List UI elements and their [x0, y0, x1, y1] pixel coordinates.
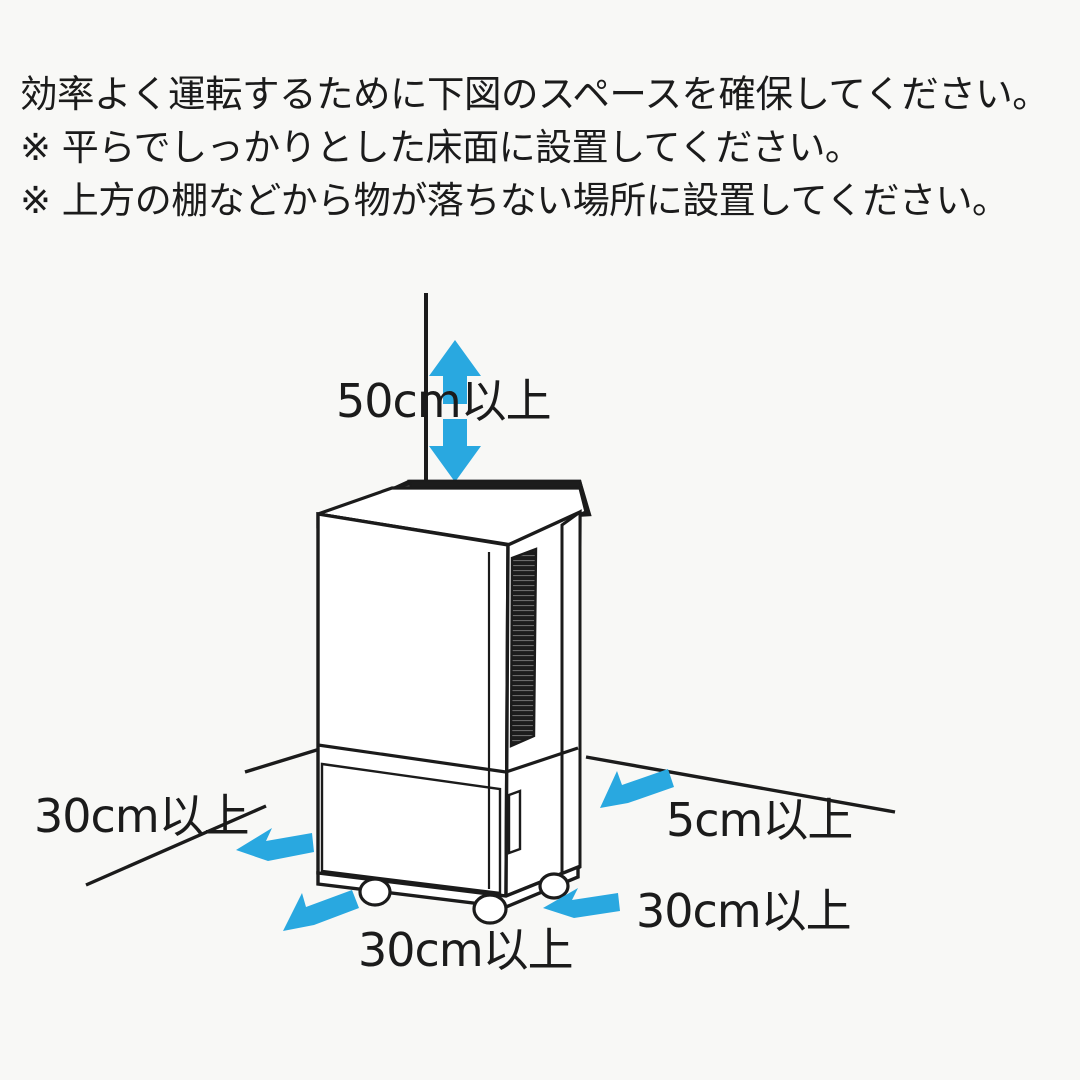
cabinet-base-plinth	[316, 864, 580, 909]
clearance-arrow-front	[283, 890, 359, 931]
side-air-vent	[509, 547, 538, 748]
instruction-line-1: 効率よく運転するために下図のスペースを確保してください。	[20, 72, 1050, 116]
wall-line-left-lower	[85, 804, 267, 887]
wall-line-right	[585, 755, 896, 814]
water-tank-split-line-right	[505, 746, 579, 774]
caster-front-right	[472, 893, 508, 925]
clearance-label-front: 30cm以上	[358, 923, 574, 977]
instruction-line-3: ※ 上方の棚などから物が落ちない場所に設置してください。	[20, 179, 1009, 222]
caster-front-left	[358, 877, 392, 907]
caster-rear-right	[538, 872, 570, 900]
cabinet-front-face	[316, 512, 510, 898]
instruction-text-block: 効率よく運転するために下図のスペースを確保してください。 ※ 平らでしっかりとし…	[20, 68, 1068, 227]
clearance-arrow-left	[236, 828, 314, 861]
water-tank-split-line	[317, 743, 507, 774]
dehumidifier-unit	[316, 479, 592, 925]
clearance-label-front-right: 30cm以上	[636, 884, 852, 938]
water-tank-drawer	[320, 762, 502, 895]
clearance-label-top: 50cm以上	[336, 374, 552, 428]
clearance-arrow-front-right	[543, 888, 620, 918]
water-tank-handle	[507, 789, 522, 855]
clearance-arrow-top	[429, 340, 481, 482]
cabinet-back-column	[560, 509, 582, 881]
caster-wheels	[358, 872, 570, 925]
clearance-arrow-right	[600, 769, 674, 808]
instruction-line-2: ※ 平らでしっかりとした床面に設置してください。	[20, 126, 862, 169]
clearance-label-left: 30cm以上	[34, 789, 250, 843]
clearance-label-right: 5cm以上	[666, 793, 853, 847]
